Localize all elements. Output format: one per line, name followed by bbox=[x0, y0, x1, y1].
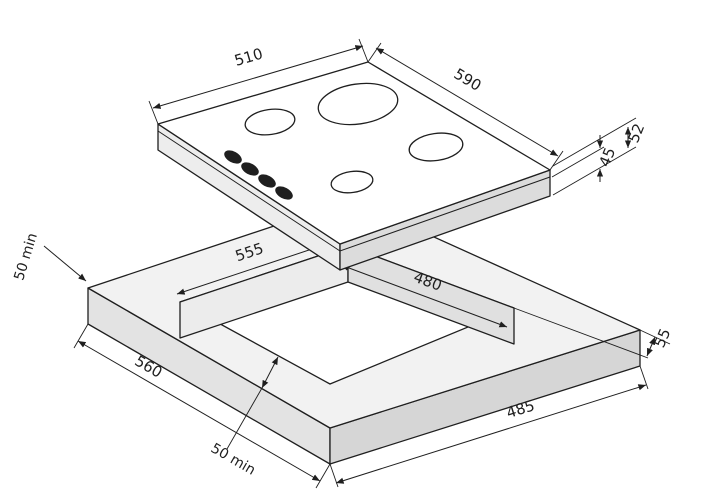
control-knobs bbox=[224, 150, 293, 200]
dim-worktop-left-line bbox=[77, 340, 321, 482]
knob-3 bbox=[258, 174, 276, 188]
dim-hob-height-ext1 bbox=[552, 117, 637, 167]
dim-hob-height-label: 52 bbox=[624, 121, 648, 145]
burner-front bbox=[330, 170, 374, 194]
dim-builtin-depth-label: 45 bbox=[595, 145, 619, 169]
dim-hob-depth-ext2 bbox=[148, 100, 159, 125]
dim-worktop-left-ext1 bbox=[73, 323, 89, 349]
dim-hob-width-ext2 bbox=[549, 150, 564, 171]
dim-hob-width-line bbox=[375, 47, 559, 157]
dim-worktop-right-ext2 bbox=[639, 365, 649, 390]
dim-rear-clearance: 50 min bbox=[11, 231, 87, 282]
burner-left bbox=[244, 108, 296, 136]
dim-front-clearance-leader bbox=[226, 387, 263, 450]
dim-right-clearance-line bbox=[646, 336, 656, 357]
dim-hob-height: 52 bbox=[552, 117, 648, 196]
dim-worktop-right-line bbox=[335, 384, 647, 484]
dim-rear-clearance-label: 50 min bbox=[11, 231, 41, 282]
knob-2 bbox=[241, 162, 259, 176]
dim-right-clearance-label: 55 bbox=[650, 326, 674, 351]
dim-right-clearance-ext1 bbox=[513, 307, 649, 359]
dim-worktop-left-ext2 bbox=[315, 463, 331, 489]
dim-hob-width-label: 590 bbox=[451, 65, 485, 95]
dim-hob-depth-ext1 bbox=[358, 38, 369, 63]
dim-cutout-right-line bbox=[340, 264, 508, 328]
dim-worktop-left: 560 bbox=[73, 323, 331, 489]
dim-hob-depth-line bbox=[152, 45, 364, 109]
dim-worktop-right-ext1 bbox=[329, 463, 339, 488]
dim-builtin-depth: 45 bbox=[551, 135, 619, 182]
dim-front-clearance-line bbox=[261, 356, 279, 389]
dim-rear-clearance-line bbox=[43, 245, 87, 282]
dim-hob-width-ext1 bbox=[367, 42, 382, 63]
knob-1 bbox=[224, 150, 242, 164]
dim-hob-depth-label: 510 bbox=[232, 45, 265, 70]
dim-front-clearance-label: 50 min bbox=[208, 440, 258, 478]
knob-4 bbox=[275, 186, 293, 200]
dim-hob-height-ext2 bbox=[552, 146, 637, 196]
dim-builtin-depth-ext1 bbox=[551, 146, 605, 178]
hob-panel-edge bbox=[157, 130, 551, 252]
hob bbox=[157, 61, 551, 271]
